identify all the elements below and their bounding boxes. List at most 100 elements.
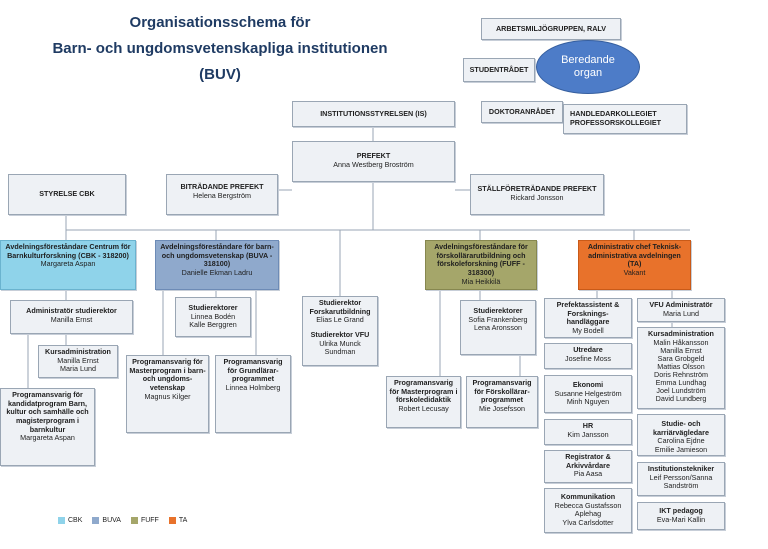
ta-utredare-title: Utredare: [573, 345, 603, 354]
cbk-admin-title: Administratör studierektor: [26, 306, 117, 315]
forskarutbildning-name: Elias Le Grand: [316, 315, 364, 325]
legend: CBK BUVA FUFF TA: [58, 517, 187, 524]
ta-hr-title: HR: [582, 421, 594, 430]
beredande-organ-ellipse: Beredande organ: [536, 40, 640, 94]
ta-hr-box: HR Kim Jansson: [544, 419, 632, 445]
bitradande-prefekt-name: Helena Bergström: [193, 190, 251, 200]
forskarutbildning-box: Studierektor Forskarutbildning Elias Le …: [302, 296, 378, 366]
ta-ekonomi-box: Ekonomi Susanne Helgeström Minh Nguyen: [544, 375, 632, 413]
ta-prefektassistent-title: Prefektassistent & Forsknings-handläggar…: [556, 300, 620, 327]
ta-vfu-admin-box: VFU Administratör Maria Lund: [637, 298, 725, 322]
fuff-head-name: Mia Heikkilä: [461, 276, 501, 286]
institutionsstyrelsen-label: INSTITUTIONSSTYRELSEN (IS): [320, 109, 427, 118]
legend-item-cbk: CBK: [58, 517, 82, 524]
doktorandradet-label-text: DOKTORANRÅDET: [488, 107, 556, 116]
cbk-prog-name: Margareta Aspan: [20, 433, 75, 443]
ta-kommunikation-box: Kommunikation Rebecca Gustafsson Aplehag…: [544, 488, 632, 533]
kollegier-box: HANDLEDARKOLLEGIET PROFESSORSKOLLEGIET: [563, 104, 687, 134]
kollegier-label: HANDLEDARKOLLEGIET PROFESSORSKOLLEGIET: [570, 109, 662, 127]
buva-prog-master-title: Programansvarig för Masterprogram i barn…: [129, 357, 206, 392]
buva-studierektorer-title: Studierektorer: [188, 303, 238, 312]
ta-head-title: Administrativ chef Teknisk-administrativ…: [587, 242, 682, 269]
legend-label-cbk: CBK: [68, 517, 83, 524]
legend-swatch-cbk: [58, 517, 65, 524]
ta-ekonomi-title: Ekonomi: [572, 380, 604, 389]
legend-item-buva: BUVA: [92, 517, 121, 524]
prefekt-box: PREFEKT Anna Westberg Broström: [292, 141, 455, 182]
stallforetradande-prefekt-box: STÄLLFÖRETRÄDANDE PREFEKT Rickard Jonsso…: [470, 174, 604, 215]
fuff-head-box: Avdelningsföreståndare för förskolläraru…: [425, 240, 537, 290]
ta-hr-name: Kim Jansson: [567, 429, 609, 439]
buva-prog-master-box: Programansvarig för Masterprogram i barn…: [126, 355, 209, 433]
fuff-prog-master-name: Robert Lecusay: [398, 403, 449, 413]
cbk-head-title: Avdelningsföreståndare Centrum för Barnk…: [5, 242, 131, 260]
ta-vfu-admin-title: VFU Administratör: [649, 300, 713, 309]
cbk-kurs-box: Kursadministration Manilla Ernst Maria L…: [38, 345, 118, 378]
stallforetradande-prefekt-name: Rickard Jonsson: [510, 192, 564, 202]
stallforetradande-prefekt-title: STÄLLFÖRETRÄDANDE PREFEKT: [477, 184, 597, 193]
beredande-organ-label: Beredande organ: [561, 54, 615, 79]
legend-label-buva: BUVA: [102, 517, 121, 524]
ta-studievagledare-names: Carolina Ejdne Emilie Jamieson: [654, 436, 708, 454]
cbk-prog-box: Programansvarig för kandidatprogram Barn…: [0, 388, 95, 466]
ta-ikt-pedagog-box: IKT pedagog Eva-Mari Kallin: [637, 502, 725, 530]
cbk-head-name: Margareta Aspan: [40, 259, 96, 269]
legend-swatch-fuff: [130, 517, 138, 524]
ta-utredare-box: Utredare Josefine Moss: [544, 343, 632, 369]
buva-head-name: Danielle Ekman Ladru: [181, 267, 253, 277]
ta-utredare-name: Josefine Moss: [565, 353, 611, 363]
chart-title-line2: Barn- och ungdomsvetenskapliga instituti…: [52, 40, 388, 57]
studentradet-box: STUDENTRÅDET: [463, 58, 535, 82]
buva-head-box: Avdelningsföreståndare för barn- och ung…: [155, 240, 279, 290]
fuff-studierektorer-names: Sofia Frankenberg Lena Aronsson: [468, 314, 528, 333]
cbk-head-box: Avdelningsföreståndare Centrum för Barnk…: [0, 240, 136, 290]
legend-swatch-buva: [92, 517, 100, 524]
cbk-admin-box: Administratör studierektor Manilla Ernst: [10, 300, 133, 334]
bitradande-prefekt-title: BITRÄDANDE PREFEKT: [180, 182, 264, 191]
fuff-prog-master-title: Programansvarig för Masterprogram i förs…: [389, 378, 458, 405]
ta-kursadministration-box: Kursadministration Malin Håkansson Manil…: [637, 327, 725, 409]
ta-studievagledare-title: Studie- och karriärvägledare: [653, 419, 709, 437]
ta-registrator-box: Registrator & Arkivvårdare Pia Aasa: [544, 450, 632, 483]
prefekt-title: PREFEKT: [356, 151, 391, 160]
styrelse-cbk-box: STYRELSE CBK: [8, 174, 126, 215]
fuff-prog-forskollarar-title: Programansvarig för Förskollärar-program…: [472, 378, 532, 405]
buva-prog-grundlarar-name: Linnea Holmberg: [225, 382, 281, 392]
legend-swatch-ta: [168, 517, 176, 524]
buva-prog-grundlarar-title: Programansvarig för Grundlärar-programme…: [223, 357, 283, 384]
legend-label-fuff: FUFF: [140, 517, 159, 524]
chart-title-line3: (BUV): [199, 66, 241, 83]
studentradet-label: STUDENTRÅDET: [469, 65, 529, 74]
ta-kommunikation-names: Rebecca Gustafsson Aplehag Ylva Carlsdot…: [554, 500, 622, 527]
legend-label-ta: TA: [178, 517, 188, 524]
fuff-head-title: Avdelningsföreståndare för förskolläraru…: [434, 242, 528, 277]
cbk-kurs-names: Manilla Ernst Maria Lund: [57, 355, 99, 374]
ta-ekonomi-names: Susanne Helgeström Minh Nguyen: [554, 388, 622, 407]
fuff-studierektorer-title: Studierektorer: [473, 306, 523, 315]
institutionsstyrelsen-box: INSTITUTIONSSTYRELSEN (IS): [292, 101, 455, 127]
ta-institutionstekniker-box: Institutionstekniker Leif Persson/Sanna …: [637, 462, 725, 496]
ta-institutionstekniker-names: Leif Persson/Sanna Sandström: [649, 472, 713, 491]
forskarutbildning-title: Studierektor Forskarutbildning: [309, 298, 371, 316]
ta-head-box: Administrativ chef Teknisk-administrativ…: [578, 240, 691, 290]
ta-kommunikation-title: Kommunikation: [560, 492, 616, 501]
ta-vfu-admin-name: Maria Lund: [663, 308, 699, 318]
buva-studierektorer-box: Studierektorer Linnea Bodén Kalle Berggr…: [175, 297, 251, 337]
ta-registrator-name: Pia Aasa: [573, 469, 603, 479]
bitradande-prefekt-box: BITRÄDANDE PREFEKT Helena Bergström: [166, 174, 278, 215]
ta-ikt-pedagog-title: IKT pedagog: [659, 506, 703, 515]
ta-prefektassistent-box: Prefektassistent & Forsknings-handläggar…: [544, 298, 632, 338]
ta-ikt-pedagog-name: Eva-Mari Kallin: [656, 514, 706, 524]
chart-title-line1: Organisationsschema för: [129, 14, 311, 31]
ta-head-name: Vakant: [623, 267, 646, 277]
ta-registrator-title: Registrator & Arkivvårdare: [565, 452, 611, 470]
buva-studierektorer-names: Linnea Bodén Kalle Berggren: [189, 311, 237, 330]
ta-prefektassistent-name: My Bodell: [572, 325, 604, 335]
buva-head-title: Avdelningsföreståndare för barn- och ung…: [160, 242, 274, 269]
legend-item-ta: TA: [168, 517, 188, 524]
styrelse-cbk-label: STYRELSE CBK: [39, 189, 95, 198]
arbetsmiljogruppen-label: ARBETSMILJÖGRUPPEN, RALV: [495, 24, 607, 33]
cbk-kurs-title: Kursadministration: [45, 347, 111, 356]
buva-prog-master-name: Magnus Kilger: [144, 391, 191, 401]
